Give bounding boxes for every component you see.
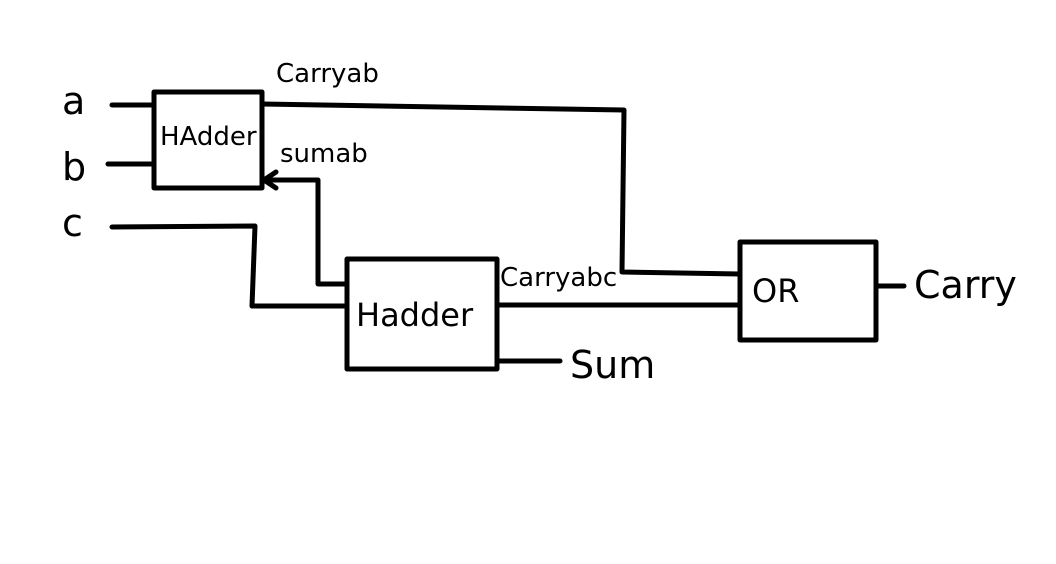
sum-ab-label: sumab bbox=[280, 139, 368, 169]
wire-carry-ab bbox=[259, 101, 743, 277]
input-label-a: a bbox=[62, 79, 85, 123]
or-gate-block bbox=[737, 239, 879, 343]
carry-abc-label: Carryabc bbox=[500, 263, 617, 293]
arrowhead-sum-ab bbox=[261, 169, 279, 191]
carry-output-label: Carry bbox=[914, 263, 1017, 307]
half-adder-1-block bbox=[151, 89, 265, 191]
carry-ab-label: Carryab bbox=[276, 59, 379, 89]
input-label-c: c bbox=[62, 201, 83, 245]
sum-output-label: Sum bbox=[570, 343, 655, 387]
input-label-b: b bbox=[62, 145, 86, 189]
or-gate-label: OR bbox=[752, 272, 799, 310]
wire-input-c bbox=[109, 223, 350, 309]
half-adder-2-block bbox=[344, 256, 500, 372]
half-adder-2-label: Hadder bbox=[356, 296, 474, 334]
half-adder-1-label: HAdder bbox=[160, 122, 257, 152]
wire-sum-ab bbox=[261, 177, 350, 287]
